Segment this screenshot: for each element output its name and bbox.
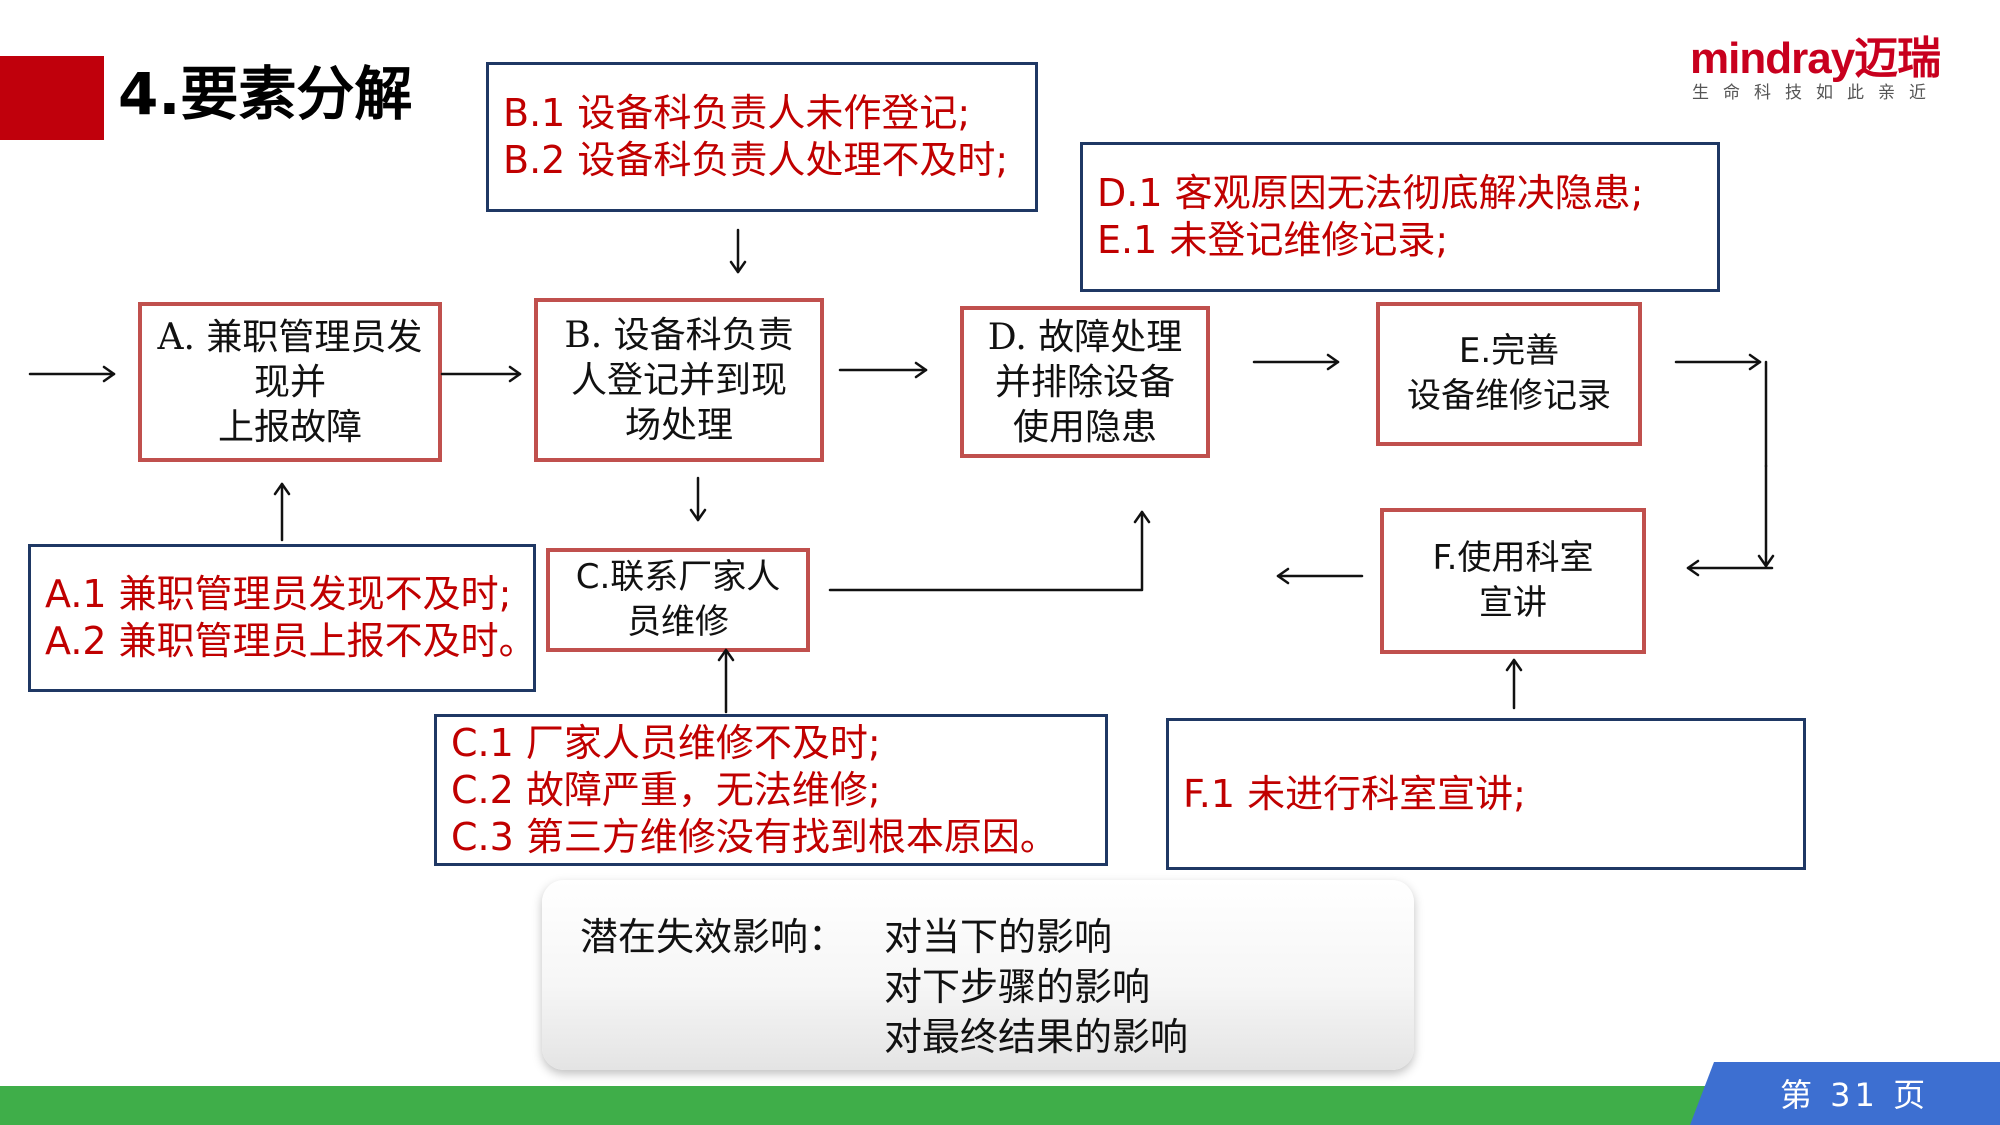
arrow-entry-to-a-head <box>102 365 116 383</box>
process-box-a-label: A. 兼职管理员发 现并 上报故障 <box>157 316 423 448</box>
cause-note-b: B.1 设备科负责人未作登记; B.2 设备科负责人处理不及时; <box>486 62 1038 212</box>
cause-b2: B.2 设备科负责人处理不及时; <box>503 138 1009 182</box>
process-box-c: C.联系厂家人 员维修 <box>546 548 810 652</box>
arrow-cause-b-to-b-head <box>729 260 747 274</box>
footer-blue-band <box>1690 1062 2000 1125</box>
cause-c3: C.3 第三方维修没有找到根本原因。 <box>451 814 1058 859</box>
connector-right-vertical-head <box>1757 554 1775 568</box>
cause-e1: E.1 未登记维修记录; <box>1097 218 1449 262</box>
cause-note-c: C.1 厂家人员维修不及时; C.2 故障严重，无法维修; C.3 第三方维修没… <box>434 714 1108 866</box>
process-box-f-label: F.使用科室 宣讲 <box>1432 538 1594 623</box>
cause-c2: C.2 故障严重，无法维修; <box>451 767 881 812</box>
arrow-e-out-head <box>1748 353 1762 371</box>
page-number: 第 31 页 <box>1780 1076 1930 1114</box>
cause-note-f: F.1 未进行科室宣讲; <box>1166 718 1806 870</box>
cause-f1: F.1 未进行科室宣讲; <box>1183 771 1526 816</box>
logo-tagline: 生命科技如此亲近 <box>1692 83 1940 103</box>
process-box-c-label: C.联系厂家人 员维修 <box>575 557 781 642</box>
process-box-e: E.完善 设备维修记录 <box>1376 302 1642 446</box>
arrow-b-to-c-head <box>689 508 707 522</box>
arrow-cause-f-to-f-head <box>1505 658 1523 672</box>
title-accent-bar <box>0 56 104 140</box>
process-box-d-label: D. 故障处理 并排除设备 使用隐患 <box>987 316 1183 448</box>
arrow-cause-a-to-a-head <box>273 482 291 496</box>
process-box-b: B. 设备科负责 人登记并到现 场处理 <box>534 298 824 462</box>
process-box-f: F.使用科室 宣讲 <box>1380 508 1646 654</box>
cause-a2: A.2 兼职管理员上报不及时。 <box>45 619 537 663</box>
arrow-b-to-d-head <box>914 361 928 379</box>
footer-green-band <box>0 1086 1720 1125</box>
slide-title: 4.要素分解 <box>118 60 413 128</box>
impact-item-next-step: 对下步骤的影响 <box>884 965 1151 1009</box>
process-box-d: D. 故障处理 并排除设备 使用隐患 <box>960 306 1210 458</box>
arrow-to-f-head <box>1686 559 1700 577</box>
connector-c-to-d-head <box>1133 510 1151 524</box>
impact-label: 潜在失效影响： <box>580 915 847 959</box>
impact-item-current: 对当下的影响 <box>884 915 1113 959</box>
arrow-a-to-b-head <box>508 365 522 383</box>
cause-d1: D.1 客观原因无法彻底解决隐患; <box>1097 171 1644 215</box>
impact-item-final-result: 对最终结果的影响 <box>884 1015 1189 1059</box>
cause-a1: A.1 兼职管理员发现不及时; <box>45 572 512 616</box>
cause-b1: B.1 设备科负责人未作登记; <box>503 91 971 135</box>
cause-note-de: D.1 客观原因无法彻底解决隐患; E.1 未登记维修记录; <box>1080 142 1720 292</box>
connector-c-to-d <box>828 510 1144 592</box>
cause-note-a: A.1 兼职管理员发现不及时; A.2 兼职管理员上报不及时。 <box>28 544 537 692</box>
process-box-a: A. 兼职管理员发 现并 上报故障 <box>138 302 442 462</box>
process-box-e-label: E.完善 设备维修记录 <box>1407 331 1611 416</box>
mindray-logo: mindray迈瑞 <box>1690 34 1941 83</box>
cause-c1: C.1 厂家人员维修不及时; <box>451 720 881 765</box>
arrow-cause-c-to-c-head <box>717 648 735 662</box>
impact-panel <box>542 880 1414 1070</box>
arrow-d-to-e-head <box>1326 353 1340 371</box>
arrow-f-out-head <box>1276 567 1290 585</box>
process-box-b-label: B. 设备科负责 人登记并到现 场处理 <box>564 314 794 446</box>
